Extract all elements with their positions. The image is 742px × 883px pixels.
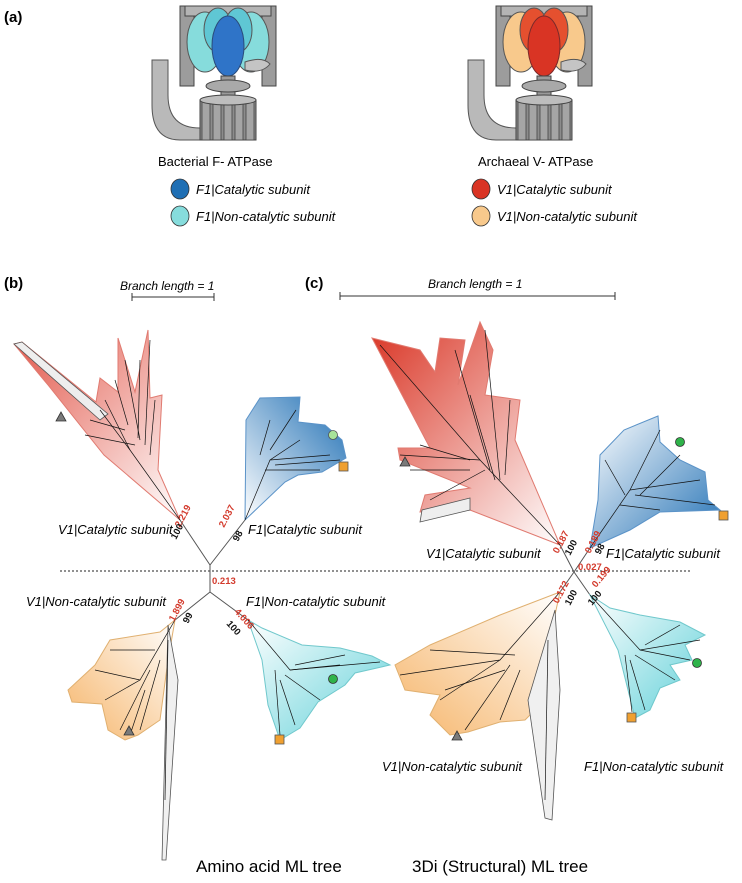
tree-c-label-v1-catalytic: V1|Catalytic subunit bbox=[426, 546, 542, 561]
tree-c-orange-square-marker-1 bbox=[718, 510, 729, 521]
tree-b-f1-catalytic-support: 98 bbox=[231, 529, 246, 544]
tree-b-f1-noncatalytic-clade bbox=[247, 618, 392, 741]
tree-b-label-v1-noncatalytic: V1|Non-catalytic subunit bbox=[26, 594, 167, 609]
tree-b-center-value: 0.213 bbox=[212, 576, 236, 587]
tree-c-orange-square-marker-2 bbox=[626, 712, 637, 723]
bacterial-atpase-illustration bbox=[151, 5, 277, 141]
tree-c-title: 3Di (Structural) ML tree bbox=[412, 857, 588, 876]
tree-b-gray-triangle-marker-2 bbox=[123, 725, 135, 736]
tree-b-label-f1-noncatalytic: F1|Non-catalytic subunit bbox=[246, 594, 387, 609]
tree-b-scale-label: Branch length = 1 bbox=[120, 279, 214, 293]
tree-c-green-circle-marker-2 bbox=[692, 658, 702, 668]
legend-swatch-v1-catalytic bbox=[471, 178, 491, 200]
panel-label-a: (a) bbox=[4, 9, 22, 26]
legend-swatch-v1-noncatalytic bbox=[471, 205, 491, 227]
archaeal-atpase-illustration bbox=[467, 5, 593, 141]
tree-c-center-value: 0.027 bbox=[578, 562, 602, 573]
tree-b-green-circle-marker bbox=[328, 430, 338, 440]
tree-c: Branch length = 1 V1|Catalytic subunit F… bbox=[339, 277, 729, 876]
tree-c-green-circle-marker-1 bbox=[675, 437, 685, 447]
tree-c-gray-triangle-marker-2 bbox=[451, 730, 463, 741]
tree-b-label-v1-catalytic: V1|Catalytic subunit bbox=[58, 522, 174, 537]
tree-b-v1-noncatalytic-support: 99 bbox=[181, 611, 196, 626]
tree-b-orange-square-marker-2 bbox=[274, 734, 285, 745]
tree-b-f1-catalytic-length: 2.037 bbox=[217, 503, 238, 529]
legend-bacterial-title: Bacterial F- ATPase bbox=[158, 154, 273, 169]
legend-v1-catalytic: V1|Catalytic subunit bbox=[497, 182, 613, 197]
legend-swatch-f1-catalytic bbox=[170, 178, 190, 200]
panel-label-c: (c) bbox=[305, 275, 323, 292]
tree-c-v1-catalytic-clade bbox=[371, 320, 561, 546]
tree-b-v1-noncatalytic-clade bbox=[67, 618, 176, 741]
tree-b: Branch length = 1 V1|Catalytic subunit F… bbox=[13, 279, 392, 876]
legend-f1-catalytic: F1|Catalytic subunit bbox=[196, 182, 311, 197]
tree-c-gray-triangle-marker-1 bbox=[399, 456, 411, 467]
tree-b-green-circle-marker-2 bbox=[328, 674, 338, 684]
tree-b-orange-square-marker-1 bbox=[338, 461, 349, 472]
tree-c-label-f1-catalytic: F1|Catalytic subunit bbox=[606, 546, 721, 561]
tree-c-label-v1-noncatalytic: V1|Non-catalytic subunit bbox=[382, 759, 523, 774]
panel-label-b: (b) bbox=[4, 275, 23, 292]
tree-c-f1-noncatalytic-clade bbox=[588, 593, 707, 719]
tree-c-f1-catalytic-clade bbox=[589, 415, 722, 549]
tree-b-f1-catalytic-clade bbox=[244, 396, 347, 522]
legend-v1-noncatalytic: V1|Non-catalytic subunit bbox=[497, 209, 638, 224]
legend-archaeal-title: Archaeal V- ATPase bbox=[478, 154, 593, 169]
tree-c-label-f1-noncatalytic: F1|Non-catalytic subunit bbox=[584, 759, 725, 774]
tree-b-title: Amino acid ML tree bbox=[196, 857, 342, 876]
legend-swatch-f1-noncatalytic bbox=[170, 205, 190, 227]
tree-b-label-f1-catalytic: F1|Catalytic subunit bbox=[248, 522, 363, 537]
tree-c-scale-label: Branch length = 1 bbox=[428, 277, 522, 291]
tree-b-gray-triangle-marker-1 bbox=[55, 411, 67, 422]
tree-c-f1-catalytic-support: 98 bbox=[593, 542, 608, 557]
legend-f1-noncatalytic: F1|Non-catalytic subunit bbox=[196, 209, 337, 224]
